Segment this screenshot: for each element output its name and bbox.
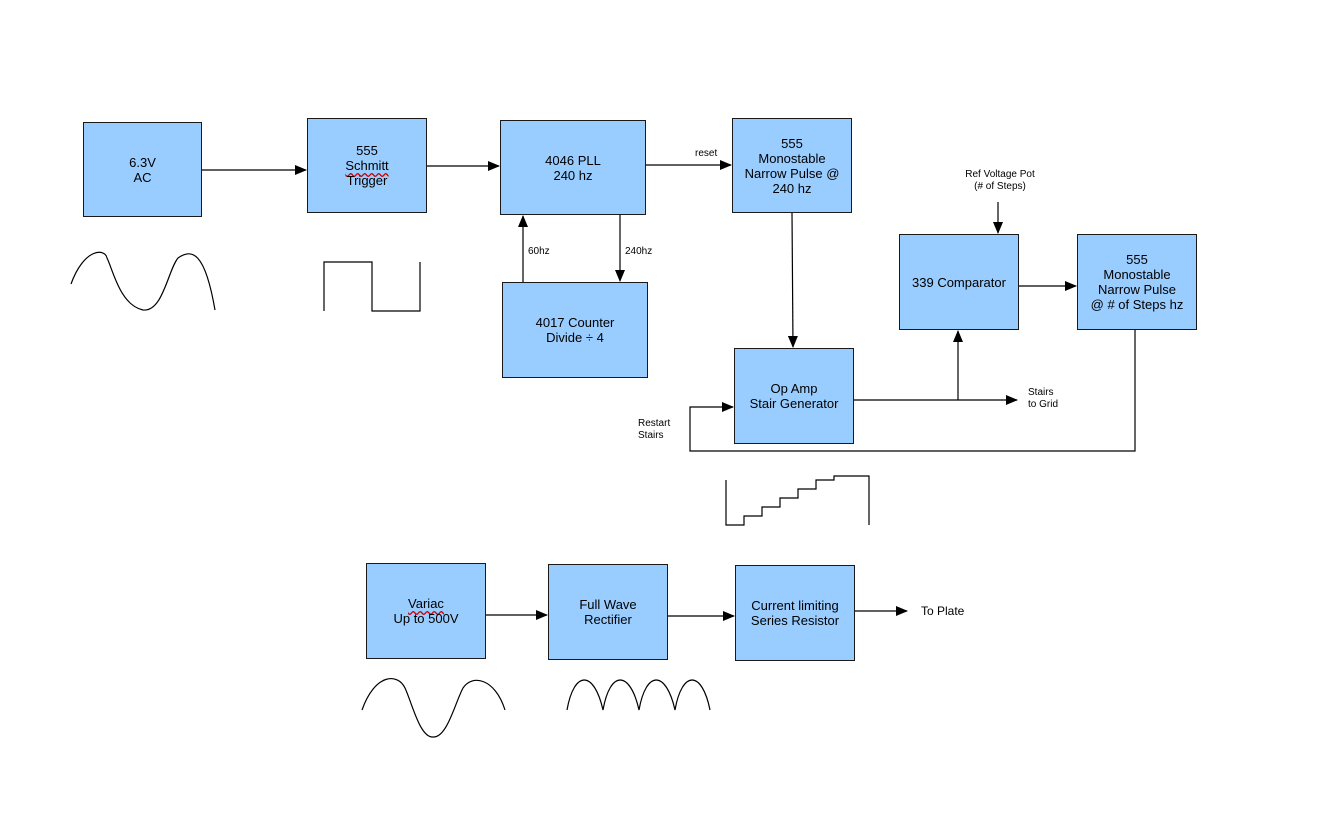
stairs-grid-line-1: Stairs	[1028, 387, 1054, 398]
counter-line-2: Divide ÷ 4	[546, 330, 604, 345]
ref-pot-line-2: (# of Steps)	[974, 181, 1026, 192]
mono1-line-3: Narrow Pulse @	[744, 165, 840, 181]
mono1-line-2: Monostable	[758, 150, 826, 166]
rectified-wave	[566, 679, 711, 711]
schmitt-line-1: 555	[356, 143, 378, 158]
resistor-line-2: Series Resistor	[750, 613, 840, 628]
ac-source-line-1: 6.3V	[129, 154, 156, 170]
ac-source-block: 6.3V AC	[83, 122, 202, 217]
stairs-grid-line-2: to Grid	[1028, 399, 1059, 410]
comparator-block: 339 Comparator	[899, 234, 1019, 330]
mono2-line-3: Narrow Pulse	[1097, 282, 1177, 297]
mono1-line-1: 555	[781, 135, 803, 151]
sine-wave-ac	[70, 251, 216, 311]
opamp-line-2: Stair Generator	[749, 396, 839, 411]
pll-line-2: 240 hz	[553, 167, 593, 183]
to-plate-label: To Plate	[921, 604, 965, 618]
square-wave	[323, 261, 421, 312]
variac-line-2: Up to 500V	[393, 611, 459, 626]
restart-line-1: Restart	[638, 418, 671, 429]
rectifier-line-2: Rectifier	[584, 612, 632, 627]
240hz-label: 240hz	[625, 246, 653, 257]
pll-block: 4046 PLL 240 hz	[500, 120, 646, 215]
mono1-line-4: 240 hz	[772, 180, 812, 196]
rectifier-line-1: Full Wave	[579, 597, 637, 612]
monostable-240hz-block: 555 Monostable Narrow Pulse @ 240 hz	[732, 118, 852, 213]
opamp-line-1: Op Amp	[770, 381, 818, 396]
wire-restart-feedback	[689, 330, 1136, 452]
mono2-line-1: 555	[1126, 252, 1148, 267]
stair-generator-block: Op Amp Stair Generator	[734, 348, 854, 444]
wire-mono1-to-opamp	[787, 212, 798, 348]
rectifier-block: Full Wave Rectifier	[548, 564, 668, 660]
staircase-wave	[725, 475, 870, 526]
restart-stairs-label: Restart Stairs	[638, 418, 670, 442]
counter-line-1: 4017 Counter	[535, 315, 615, 330]
monostable-steps-block: 555 Monostable Narrow Pulse @ # of Steps…	[1077, 234, 1197, 330]
schmitt-line-3: Trigger	[346, 173, 388, 188]
mono2-line-4: @ # of Steps hz	[1090, 297, 1184, 312]
counter-block: 4017 Counter Divide ÷ 4	[502, 282, 648, 378]
ref-voltage-pot-label: Ref Voltage Pot (# of Steps)	[950, 169, 1050, 193]
resistor-line-1: Current limiting	[751, 598, 839, 613]
restart-line-2: Stairs	[638, 430, 664, 441]
variac-block: Variac Up to 500V	[366, 563, 486, 659]
ac-source-line-2: AC	[133, 169, 152, 185]
stairs-to-grid-label: Stairs to Grid	[1028, 387, 1058, 411]
variac-line-1: Variac	[408, 596, 444, 611]
series-resistor-block: Current limiting Series Resistor	[735, 565, 855, 661]
reset-label: reset	[695, 148, 718, 159]
schmitt-trigger-block: 555 Schmitt Trigger	[307, 118, 427, 213]
comparator-line-1: 339 Comparator	[912, 274, 1006, 290]
sine-wave-variac	[361, 678, 506, 738]
60hz-label: 60hz	[528, 246, 550, 257]
mono2-line-2: Monostable	[1103, 267, 1171, 282]
pll-line-1: 4046 PLL	[545, 152, 601, 168]
ref-pot-line-1: Ref Voltage Pot	[965, 169, 1035, 180]
schmitt-line-2: Schmitt	[345, 158, 389, 173]
